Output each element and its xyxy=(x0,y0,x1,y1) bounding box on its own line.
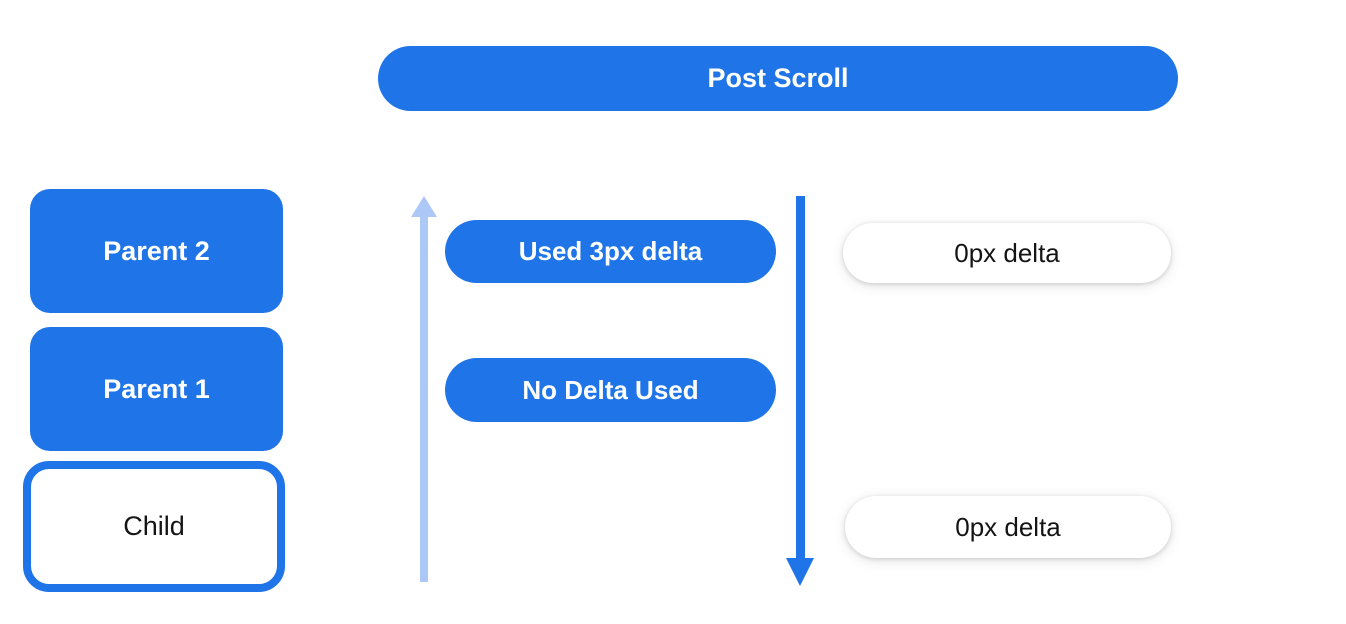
up-arrow-head xyxy=(411,196,437,217)
down-arrow-head xyxy=(786,558,814,586)
up-arrow-shaft xyxy=(420,217,428,582)
down-arrow-icon xyxy=(786,196,814,586)
post-scroll-banner: Post Scroll xyxy=(378,46,1178,111)
node-parent-2: Parent 2 xyxy=(30,189,283,313)
zero-delta-label-bottom: 0px delta xyxy=(845,496,1171,558)
up-arrow-icon xyxy=(411,196,437,582)
down-arrow-shaft xyxy=(795,196,805,558)
node-child: Child xyxy=(23,461,285,592)
zero-delta-label-top: 0px delta xyxy=(843,223,1171,283)
no-delta-used-label: No Delta Used xyxy=(445,358,776,422)
node-parent-1: Parent 1 xyxy=(30,327,283,451)
used-delta-label: Used 3px delta xyxy=(445,220,776,283)
